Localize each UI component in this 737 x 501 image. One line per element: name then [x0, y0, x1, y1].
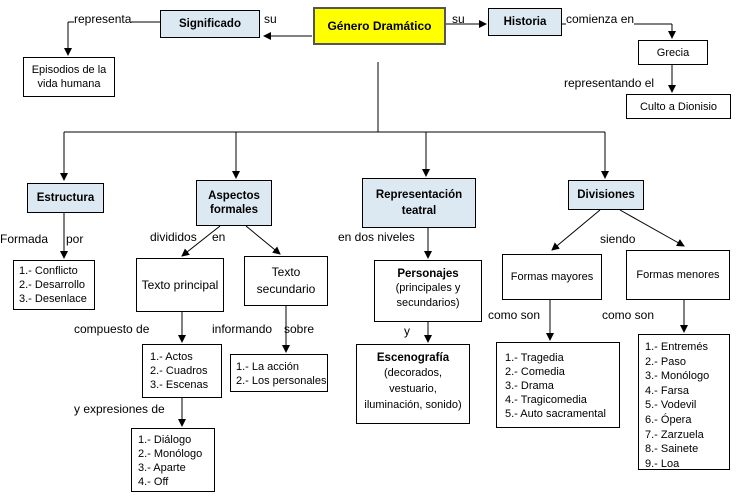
formas-mayores-node: Formas mayores — [502, 254, 602, 300]
escenografia-node: Escenografía (decorados, vestuario, ilum… — [356, 344, 470, 424]
episodios-label: Episodios de la vida humana — [31, 64, 107, 90]
expresion-item: 4.- Off — [138, 476, 169, 488]
texto-principal-node: Texto principal — [136, 258, 224, 312]
estructura-link-right: por — [66, 232, 84, 246]
mayor-item: 3.- Drama — [505, 380, 554, 392]
escenografia-detail: (decorados, vestuario, iluminación, soni… — [364, 367, 462, 411]
significado-label: Significado — [179, 18, 241, 30]
texto-secundario-link-left: informando — [212, 322, 273, 336]
personajes-detail: (principales y secundarios) — [395, 282, 461, 309]
formas-menores-node: Formas menores — [626, 250, 730, 300]
aspectos-node: Aspectos formales — [196, 180, 272, 226]
secundario-item: 2.- Los personales — [236, 375, 327, 387]
culto-node: Culto a Dionisio — [626, 94, 731, 119]
grecia-node: Grecia — [638, 40, 708, 65]
culto-label: Culto a Dionisio — [639, 100, 718, 113]
historia-node: Historia — [488, 8, 562, 36]
estructura-link-left: Formada — [0, 232, 49, 246]
divisiones-node: Divisiones — [568, 180, 644, 210]
historia-link-down2: representando el — [564, 76, 655, 90]
aspectos-label: Aspectos formales — [208, 190, 260, 216]
significado-node: Significado — [160, 10, 260, 38]
representacion-link: en dos niveles — [338, 230, 415, 244]
representacion-node: Representación teatral — [362, 178, 476, 228]
mayor-item: 2.- Comedia — [505, 366, 565, 378]
divisiones-label: Divisiones — [577, 189, 635, 201]
acto-item: 2.- Cuadros — [150, 365, 208, 377]
secundario-item: 1.- La acción — [236, 361, 299, 373]
menor-item: 1.- Entremés — [645, 341, 708, 353]
mayor-item: 5.- Auto sacramental — [505, 408, 606, 420]
acto-item: 3.- Escenas — [150, 379, 209, 391]
mayor-item: 1.- Tragedia — [505, 352, 564, 364]
formas-mayores-list: 1.- Tragedia 2.- Comedia 3.- Drama 4.- T… — [496, 342, 620, 428]
formas-mayores-link: como son — [488, 308, 541, 322]
texto-principal-link2: y expresiones de — [74, 402, 165, 416]
historia-link: su — [452, 12, 465, 26]
formas-menores-link: como son — [602, 308, 655, 322]
texto-secundario-link-right: sobre — [284, 322, 315, 336]
divisiones-link: siendo — [600, 232, 636, 246]
texto-principal-label: Texto principal — [141, 277, 219, 292]
significado-link: su — [264, 12, 277, 26]
texto-principal-link: compuesto de — [74, 322, 150, 336]
estructura-item: 3.- Desenlace — [19, 293, 87, 305]
episodios-node: Episodios de la vida humana — [23, 57, 115, 97]
texto-secundario-list: 1.- La acción 2.- Los personales — [230, 354, 328, 392]
expresiones-list: 1.- Diálogo 2.- Monólogo 3.- Aparte 4.- … — [131, 428, 215, 492]
formas-menores-list: 1.- Entremés 2.- Paso 3.- Monólogo 4.- F… — [638, 334, 730, 470]
aspectos-link-right: en — [212, 230, 226, 244]
texto-secundario-node: Texto secundario — [244, 256, 328, 306]
menor-item: 5.- Vodevil — [645, 399, 697, 412]
aspectos-link-left: divididos — [150, 230, 197, 244]
texto-secundario-label: Texto secundario — [256, 265, 316, 296]
estructura-list: 1.- Conflicto 2.- Desarrollo 3.- Desenla… — [13, 260, 95, 310]
menor-item: 7.- Zarzuela — [645, 428, 704, 441]
estructura-node: Estructura — [27, 183, 104, 213]
grecia-label: Grecia — [656, 46, 690, 59]
representacion-link2: y — [404, 324, 410, 338]
personajes-title: Personajes — [397, 268, 459, 280]
root-label: Género Dramático — [327, 19, 432, 33]
representacion-label: Representación teatral — [375, 189, 463, 217]
menor-item: 4.- Farsa — [645, 384, 690, 397]
menor-item: 8.- Sainete — [645, 443, 699, 456]
formas-menores-label: Formas menores — [636, 269, 720, 281]
estructura-item: 2.- Desarrollo — [19, 279, 86, 291]
menor-item: 3.- Monólogo — [645, 370, 710, 383]
menor-item: 6.- Ópera — [645, 413, 692, 426]
formas-mayores-label: Formas mayores — [510, 271, 594, 283]
mayor-item: 4.- Tragicomedia — [505, 394, 587, 406]
texto-principal-list: 1.- Actos 2.- Cuadros 3.- Escenas — [142, 344, 222, 398]
expresion-item: 3.- Aparte — [138, 462, 186, 474]
menor-item: 9.- Loa — [645, 457, 680, 470]
personajes-node: Personajes (principales y secundarios) — [374, 260, 482, 322]
menor-item: 2.- Paso — [645, 355, 686, 368]
escenografia-title: Escenografía — [376, 352, 450, 364]
historia-link-down: comienza en — [566, 12, 635, 26]
expresion-item: 1.- Diálogo — [138, 434, 192, 446]
significado-link-down: representa — [74, 12, 132, 26]
expresion-item: 2.- Monólogo — [138, 448, 203, 460]
root-node: Género Dramático — [313, 7, 446, 45]
estructura-label: Estructura — [36, 192, 95, 204]
acto-item: 1.- Actos — [150, 351, 193, 363]
historia-label: Historia — [503, 16, 547, 28]
estructura-item: 1.- Conflicto — [19, 265, 78, 277]
